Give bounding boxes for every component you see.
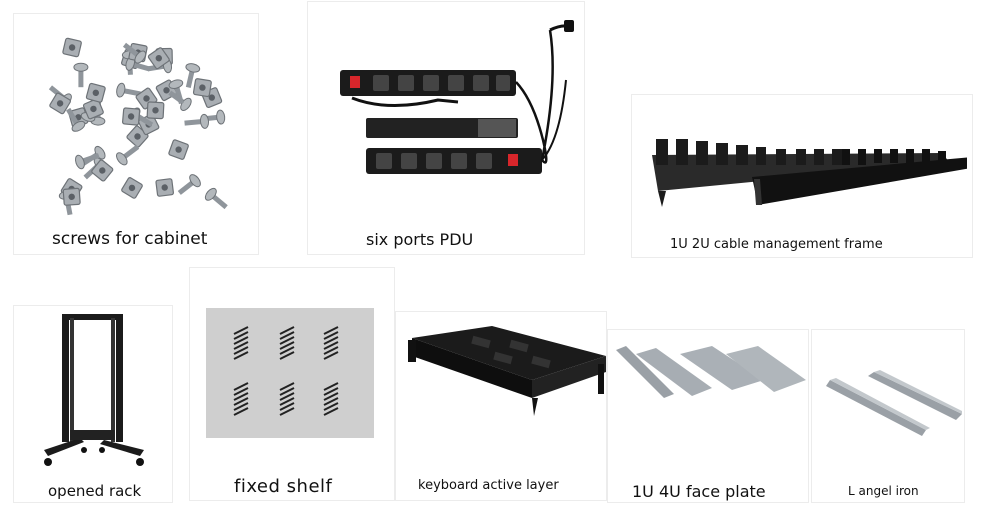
pdu-icon [328, 20, 578, 195]
product-card-pdu: six ports PDU [308, 2, 584, 254]
caption-angle-iron: L angel iron [848, 484, 919, 498]
caption-screws: screws for cabinet [52, 229, 208, 249]
caption-pdu: six ports PDU [366, 230, 474, 249]
product-card-screws: screws for cabinet [14, 14, 258, 254]
product-card-angle-iron: L angel iron [812, 330, 964, 502]
product-card-open-rack: opened rack [14, 306, 172, 502]
caption-face-plate: 1U 4U face plate [632, 482, 766, 501]
caption-open-rack: opened rack [48, 482, 142, 500]
angle-iron-icon [822, 370, 962, 440]
cable-frame-icon [642, 135, 967, 220]
product-card-keyboard-tray: keyboard active layer [396, 312, 606, 500]
product-card-cable-frame: 1U 2U cable management frame [632, 95, 972, 257]
fixed-shelf-icon [206, 308, 374, 438]
product-card-fixed-shelf: fixed shelf [190, 268, 394, 500]
open-rack-icon [40, 312, 150, 472]
product-card-face-plate: 1U 4U face plate [608, 330, 808, 502]
screws-icon [44, 32, 234, 222]
caption-cable-frame: 1U 2U cable management frame [670, 237, 883, 252]
caption-fixed-shelf: fixed shelf [234, 476, 333, 497]
face-plate-icon [612, 340, 808, 410]
keyboard-tray-icon [402, 316, 606, 426]
caption-keyboard-tray: keyboard active layer [418, 478, 559, 493]
